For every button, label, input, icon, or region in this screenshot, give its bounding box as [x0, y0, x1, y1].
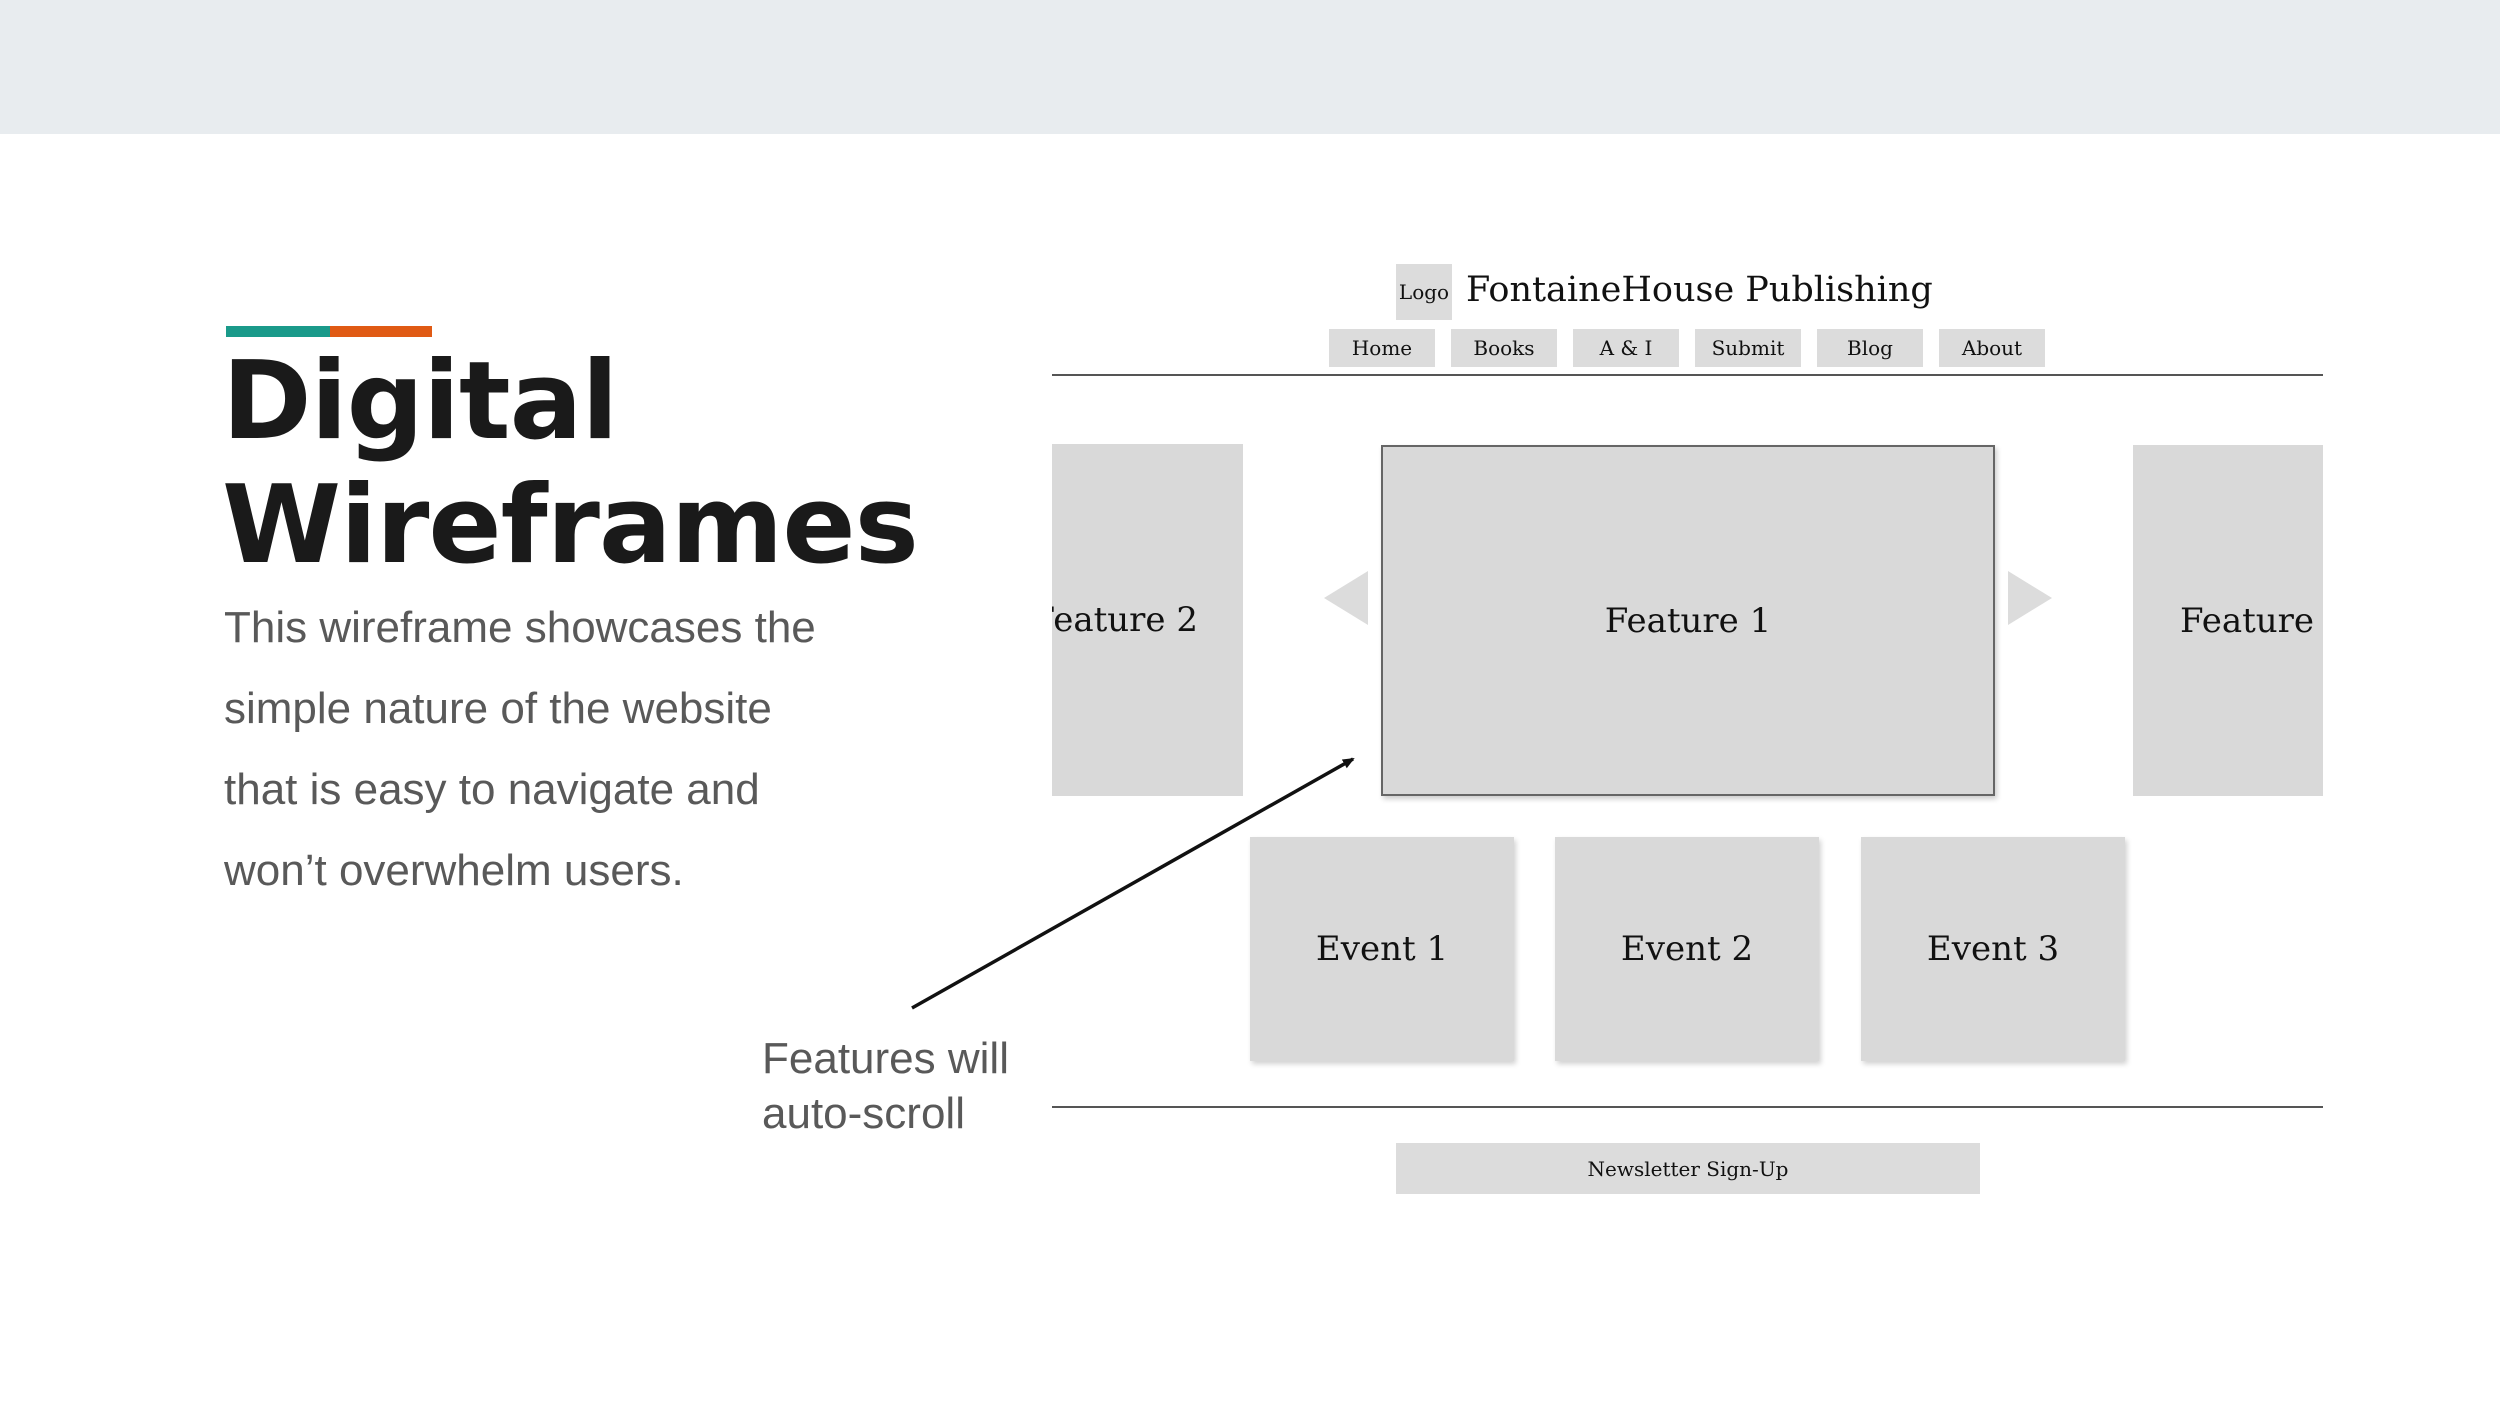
description-line-2: simple nature of the website — [224, 684, 772, 733]
feature-2-label: Feature 2 — [1052, 600, 1198, 640]
top-banner — [0, 0, 2500, 134]
feature-3-card[interactable]: Feature 3 — [2133, 445, 2323, 796]
slide-title: Digital Wireframes — [222, 339, 919, 588]
callout-line-1: Features will — [762, 1034, 1009, 1083]
nav-blog-button[interactable]: Blog — [1817, 329, 1923, 367]
feature-3-label: Feature 3 — [2180, 600, 2323, 641]
event-1-card[interactable]: Event 1 — [1250, 837, 1514, 1061]
wireframe-site-title: FontaineHouse Publishing — [1466, 270, 1933, 310]
auto-scroll-callout: Features will auto-scroll — [762, 1031, 1009, 1141]
feature-1-card[interactable]: Feature 1 — [1381, 445, 1995, 796]
event-3-label: Event 3 — [1926, 929, 2060, 969]
title-accent-orange — [330, 326, 432, 337]
triangle-left-icon[interactable] — [1324, 571, 1368, 625]
nav-books-button[interactable]: Books — [1451, 329, 1557, 367]
callout-line-2: auto-scroll — [762, 1089, 965, 1138]
feature-1-label: Feature 1 — [1604, 600, 1772, 641]
event-2-card[interactable]: Event 2 — [1555, 837, 1819, 1061]
nav-about-button[interactable]: About — [1939, 329, 2045, 367]
event-2-label: Event 2 — [1620, 929, 1754, 969]
footer-divider — [1052, 1106, 2323, 1108]
event-3-card[interactable]: Event 3 — [1861, 837, 2125, 1061]
slide-description: This wireframe showcases the simple natu… — [224, 587, 864, 911]
description-line-1: This wireframe showcases the — [224, 603, 816, 652]
nav-home-button[interactable]: Home — [1329, 329, 1435, 367]
slide-title-line-1: Digital — [222, 339, 619, 464]
triangle-right-icon[interactable] — [2008, 571, 2052, 625]
nav-a-and-i-button[interactable]: A & I — [1573, 329, 1679, 367]
callout-arrow — [911, 757, 1355, 1010]
description-line-3: that is easy to navigate and — [224, 765, 760, 814]
description-line-4: won’t overwhelm users. — [224, 846, 684, 895]
wireframe-logo[interactable]: Logo — [1396, 264, 1452, 320]
nav-submit-button[interactable]: Submit — [1695, 329, 1801, 367]
feature-2-card[interactable]: Feature 2 — [1052, 444, 1243, 796]
title-accent-teal — [226, 326, 330, 337]
header-divider — [1052, 374, 2323, 376]
slide-title-line-2: Wireframes — [222, 463, 919, 588]
newsletter-signup-button[interactable]: Newsletter Sign-Up — [1396, 1143, 1980, 1194]
event-1-label: Event 1 — [1315, 929, 1449, 969]
